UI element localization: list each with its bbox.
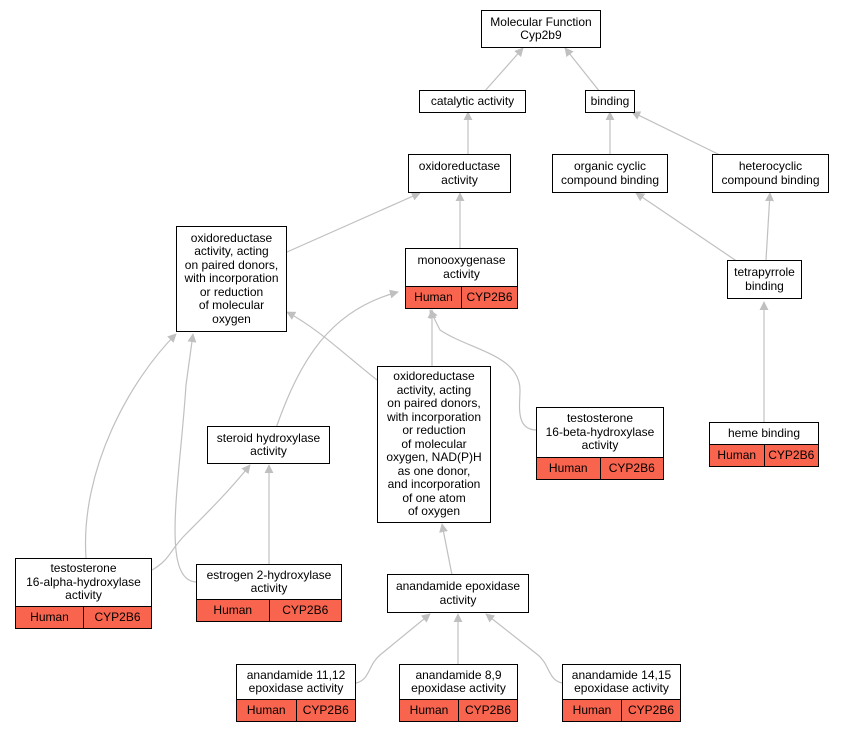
node-label: monooxygenase activity: [417, 253, 506, 281]
node-anandamide-14-15-epoxidase[interactable]: anandamide 14,15 epoxidase activity Huma…: [562, 664, 681, 722]
annotation-row: Human CYP2B6: [710, 444, 818, 466]
node-label: organic cyclic compound binding: [560, 159, 660, 187]
edge-tetrapyrrole-to-organic-cyclic: [635, 192, 739, 263]
node-label: anandamide 8,9 epoxidase activity: [411, 667, 506, 695]
node-label: oxidoreductase activity: [418, 159, 501, 187]
annotation-row: Human CYP2B6: [400, 699, 517, 721]
node-label: anandamide 11,12 epoxidase activity: [246, 667, 346, 695]
node-label: testosterone 16-beta-hydroxylase activit…: [545, 411, 655, 453]
node-heterocyclic-compound-binding[interactable]: heterocyclic compound binding: [712, 154, 829, 193]
edge-nadph-to-paired-donors: [286, 311, 378, 381]
node-label: steroid hydroxylase activity: [216, 430, 321, 458]
edge-estrogen-to-paired-donors: [174, 333, 197, 583]
species-tag: Human: [548, 461, 588, 475]
node-monooxygenase-activity[interactable]: monooxygenase activity Human CYP2B6: [405, 248, 518, 309]
node-organic-cyclic-compound-binding[interactable]: organic cyclic compound binding: [552, 154, 668, 193]
edge-heterocyclic-to-binding: [631, 111, 721, 156]
gene-tag: CYP2B6: [763, 445, 819, 466]
node-label: testosterone 16-alpha-hydroxylase activi…: [26, 561, 141, 603]
annotation-row: Human CYP2B6: [406, 286, 517, 308]
node-estrogen-2-hydroxylase[interactable]: estrogen 2-hydroxylase activity Human CY…: [196, 564, 342, 622]
species-tag: Human: [409, 703, 449, 717]
species-tag: Human: [246, 703, 286, 717]
node-label: oxidoreductase activity, acting on paire…: [184, 230, 279, 326]
node-oxidoreductase-paired-donors[interactable]: oxidoreductase activity, acting on paire…: [176, 226, 287, 332]
node-label: oxidoreductase activity, acting on paire…: [386, 369, 482, 519]
node-catalytic-activity[interactable]: catalytic activity: [419, 90, 526, 113]
node-oxidoreductase-activity[interactable]: oxidoreductase activity: [408, 154, 511, 193]
annotation-row: Human CYP2B6: [16, 606, 151, 628]
species-tag: Human: [717, 448, 757, 462]
edge-catalytic-to-molecular-function: [483, 47, 524, 93]
annotation-row: Human CYP2B6: [237, 699, 355, 721]
gene-tag: CYP2B6: [599, 458, 664, 479]
edge-16beta-to-monooxygenase: [429, 309, 538, 431]
node-anandamide-epoxidase[interactable]: anandamide epoxidase activity: [387, 574, 529, 613]
node-label: heterocyclic compound binding: [721, 159, 820, 187]
node-testosterone-16-alpha-hydroxylase[interactable]: testosterone 16-alpha-hydroxylase activi…: [15, 558, 152, 629]
gene-tag: CYP2B6: [621, 700, 680, 721]
gene-tag: CYP2B6: [268, 600, 342, 621]
species-tag: Human: [30, 610, 69, 624]
species-tag: Human: [572, 703, 612, 717]
node-anandamide-8-9-epoxidase[interactable]: anandamide 8,9 epoxidase activity Human …: [399, 664, 518, 722]
node-label: estrogen 2-hydroxylase activity: [206, 567, 332, 595]
node-label: Molecular Function Cyp2b9: [490, 14, 592, 42]
species-tag: Human: [414, 290, 453, 304]
gene-tag: CYP2B6: [295, 700, 356, 721]
node-label: anandamide epoxidase activity: [395, 579, 521, 607]
gene-tag: CYP2B6: [83, 607, 151, 628]
node-anandamide-11-12-epoxidase[interactable]: anandamide 11,12 epoxidase activity Huma…: [236, 664, 356, 722]
edge-16alpha-to-paired-donors: [84, 333, 177, 559]
edge-11-12-to-epoxidase: [355, 613, 431, 684]
edge-epoxidase-to-nadph: [439, 523, 453, 576]
node-label: anandamide 14,15 epoxidase activity: [571, 667, 672, 695]
node-heme-binding[interactable]: heme binding Human CYP2B6: [709, 422, 819, 467]
node-label: heme binding: [727, 425, 801, 440]
gene-tag: CYP2B6: [458, 700, 517, 721]
edge: [84, 47, 775, 684]
species-tag: Human: [213, 603, 253, 617]
node-binding[interactable]: binding: [585, 90, 635, 113]
node-label: tetrapyrrole binding: [734, 265, 795, 293]
annotation-row: Human CYP2B6: [197, 599, 341, 621]
node-tetrapyrrole-binding[interactable]: tetrapyrrole binding: [727, 260, 802, 299]
edge-tetrapyrrole-to-heterocyclic: [765, 192, 775, 261]
node-label: catalytic activity: [430, 93, 515, 108]
edge-binding-to-molecular-function: [564, 47, 601, 93]
gene-tag: CYP2B6: [461, 287, 517, 308]
node-testosterone-16-beta-hydroxylase[interactable]: testosterone 16-beta-hydroxylase activit…: [536, 407, 664, 480]
edge-steroid-to-monooxygenase: [275, 289, 399, 429]
edge-16alpha-to-steroid: [151, 464, 251, 571]
node-oxidoreductase-nadph[interactable]: oxidoreductase activity, acting on paire…: [377, 366, 491, 523]
node-molecular-function[interactable]: Molecular Function Cyp2b9: [481, 10, 601, 48]
annotation-row: Human CYP2B6: [537, 457, 663, 479]
edge-paired-donors-to-oxidoreductase: [286, 192, 421, 253]
annotation-row: Human CYP2B6: [563, 699, 680, 721]
node-steroid-hydroxylase[interactable]: steroid hydroxylase activity: [207, 426, 330, 464]
node-label: binding: [590, 93, 630, 108]
edge-14-15-to-epoxidase: [485, 613, 563, 684]
